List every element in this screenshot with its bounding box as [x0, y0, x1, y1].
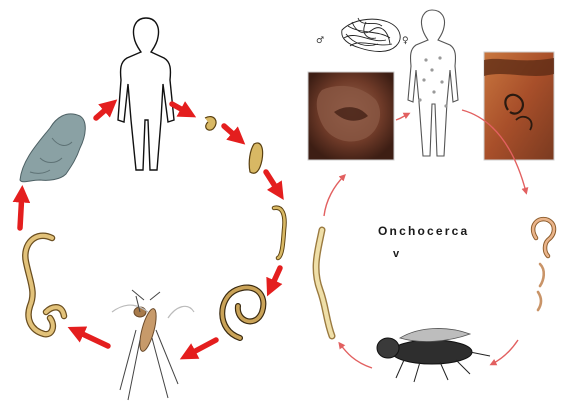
arrow-larva-to-worm: [266, 172, 280, 194]
male-symbol: ♂: [316, 36, 324, 46]
swollen-leg: [20, 114, 85, 182]
arrow-human-to-larva: [172, 104, 190, 114]
mosquito: [112, 290, 194, 400]
blackfly: [377, 328, 490, 382]
left-human-figure: [118, 18, 174, 170]
nodule-photo: [308, 72, 394, 160]
arrow-fly-to-microfilaria: [340, 344, 372, 368]
adult-worm-tangle: [342, 18, 400, 52]
right-human-figure: [408, 10, 458, 156]
arrow-leg-to-human: [96, 104, 112, 118]
arrow-nodule-to-human: [396, 114, 408, 120]
organism-label: Onchocerca: [378, 224, 469, 238]
skin-section-photo: [484, 52, 554, 160]
organism-sublabel: v: [393, 248, 399, 260]
arrow-coil-to-mosquito: [186, 340, 216, 356]
larva-stage-2: [249, 143, 262, 173]
arrow-larva-to-larva: [224, 126, 240, 140]
microfilaria-worm: [25, 236, 64, 335]
larva-stage-1: [205, 117, 216, 131]
arrow-microfilaria-to-leg: [20, 192, 22, 228]
female-symbol: ♀: [402, 36, 409, 46]
larva-coiled: [222, 287, 263, 338]
arrow-worm-to-coil: [270, 268, 280, 290]
arrow-larva-to-fly: [492, 340, 518, 364]
onchocerca-larva-right: [533, 219, 554, 310]
larva-stage-3: [274, 208, 285, 258]
arrow-mosquito-to-microfilaria: [74, 330, 108, 346]
onchocerca-microfilaria: [316, 230, 332, 336]
arrow-microfilaria-to-nodule: [324, 176, 344, 216]
